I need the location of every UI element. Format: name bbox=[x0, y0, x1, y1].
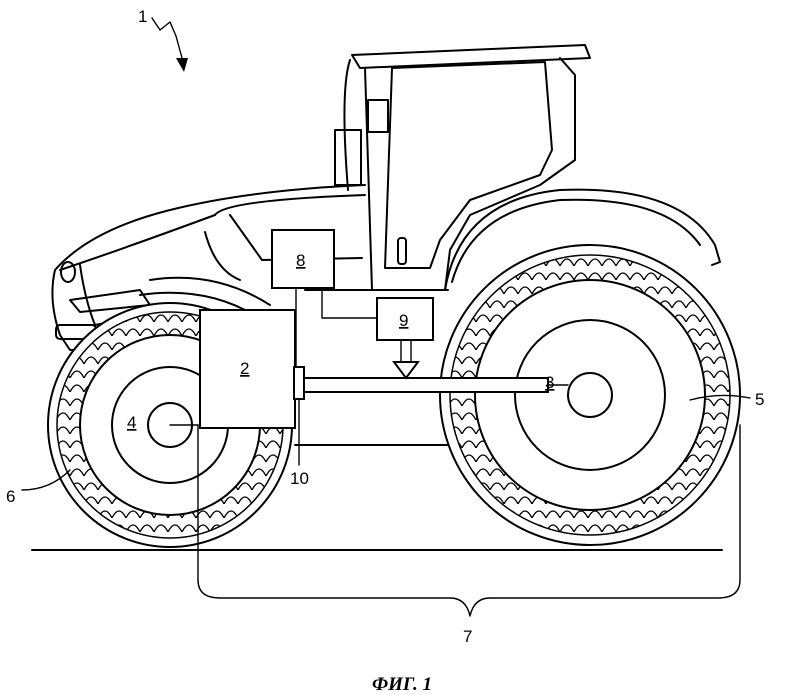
arrow-9-to-shaft bbox=[392, 339, 420, 380]
rear-fender bbox=[444, 188, 721, 291]
figure-caption: ФИГ. 1 bbox=[372, 674, 432, 695]
component-2-box bbox=[199, 309, 296, 429]
leader-6 bbox=[21, 469, 71, 491]
label-rear-wheel: 5 bbox=[755, 390, 764, 409]
drive-shaft bbox=[301, 377, 549, 393]
label-tractor: 1 bbox=[138, 7, 147, 26]
leader-5 bbox=[689, 394, 751, 401]
label-component-9: 9 bbox=[399, 311, 408, 330]
label-front-axle: 4 bbox=[127, 413, 136, 432]
component-9-box bbox=[376, 297, 434, 341]
label-wheelbase: 7 bbox=[463, 627, 472, 646]
label-front-wheel: 6 bbox=[6, 487, 15, 506]
label-sensor-10: 10 bbox=[290, 469, 309, 488]
component-8-box bbox=[271, 229, 335, 289]
label-component-8: 8 bbox=[296, 251, 305, 270]
sensor-10-block bbox=[293, 366, 305, 400]
rear-wheel bbox=[439, 244, 741, 546]
label-rear-axle: 3 bbox=[545, 373, 554, 392]
label-component-2: 2 bbox=[240, 359, 249, 378]
wheelbase-brace bbox=[197, 579, 741, 617]
link-8-to-9 bbox=[321, 287, 378, 319]
leader-tractor bbox=[151, 17, 188, 72]
